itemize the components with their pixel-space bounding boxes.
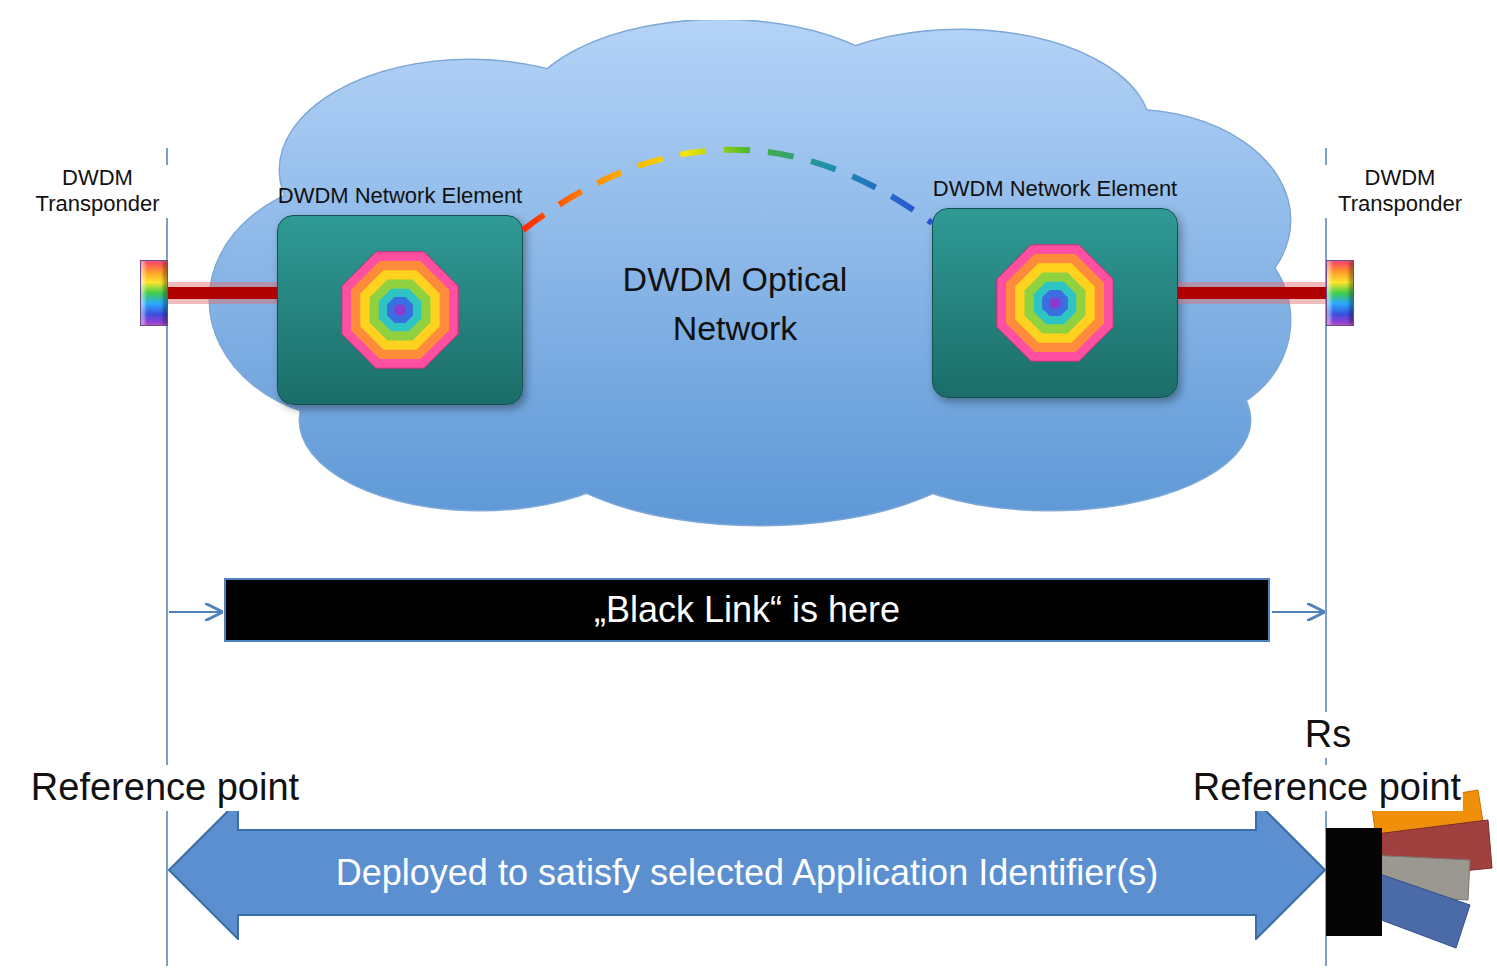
- element-box: [932, 208, 1178, 398]
- network-element: DWDM Network Element: [920, 143, 1190, 405]
- octagon-ring: [1015, 263, 1094, 342]
- octagon-ring: [379, 289, 421, 331]
- octagon-ring: [997, 245, 1113, 361]
- transponder-label: DWDM Transponder: [1310, 165, 1490, 218]
- wavelength-octagon: [278, 216, 522, 404]
- span-arrow: [169, 611, 221, 613]
- cloud-text-wrap: DWDM Optical Network: [605, 255, 865, 354]
- transponder-heading: DWDM Transponder: [1310, 165, 1490, 218]
- octagon-ring: [1042, 290, 1068, 316]
- octagon-ring: [387, 297, 413, 323]
- connector: [168, 293, 277, 294]
- wavelength-path: [523, 150, 932, 230]
- element-label: DWDM Network Element: [920, 176, 1190, 202]
- reference-point-label: Reference point: [29, 765, 301, 811]
- cloud-text-box: DWDM Optical Network: [535, 255, 935, 354]
- transponder: DWDM Transponder: [10, 165, 185, 330]
- arrow-label: Deployed to satisfy selected Application…: [336, 852, 1158, 894]
- transponder-label: DWDM Transponder: [10, 165, 185, 218]
- transponder: DWDM Transponder: [1310, 165, 1490, 330]
- application-double-arrow: Deployed to satisfy selected Application…: [168, 800, 1326, 940]
- element-heading: DWDM Network Element: [265, 183, 535, 209]
- element-label: DWDM Network Element: [265, 183, 535, 209]
- octagon-ring: [360, 270, 439, 349]
- fiber-link: [168, 287, 277, 299]
- connector: [523, 150, 932, 230]
- reference-point-name: Rs: [1303, 712, 1353, 758]
- black-link-band: „Black Link“ is here: [224, 578, 1270, 642]
- transponder-heading: DWDM Transponder: [10, 165, 185, 218]
- octagon-ring: [342, 252, 458, 368]
- transponder-port: [1326, 260, 1354, 326]
- fiber-link: [1178, 287, 1326, 299]
- octagon-ring: [351, 261, 449, 359]
- element-heading: DWDM Network Element: [920, 176, 1190, 202]
- span-arrow: [1272, 611, 1323, 613]
- octagon-ring: [1034, 282, 1076, 324]
- network-element: DWDM Network Element: [265, 150, 535, 410]
- arrow-text-box: Deployed to satisfy selected Application…: [248, 830, 1246, 915]
- octagon-ring: [395, 305, 406, 316]
- octagon-ring: [1050, 298, 1061, 309]
- connector: [1178, 293, 1326, 294]
- octagon-ring: [1025, 273, 1086, 334]
- reference-point-label: Reference point: [1191, 765, 1463, 811]
- octagon-ring: [1006, 254, 1104, 352]
- wavelength-octagon: [933, 209, 1177, 397]
- fiber-glow: [1178, 282, 1326, 304]
- card-holder: [1326, 828, 1382, 936]
- network-label: DWDM Optical Network: [605, 255, 865, 354]
- optical-network-cloud: DWDM Optical Network DWDM Network Element…: [205, 20, 1295, 530]
- band-label: „Black Link“ is here: [594, 589, 900, 631]
- octagon-ring: [370, 280, 431, 341]
- application-cards: [1326, 790, 1492, 948]
- fiber-glow: [168, 282, 277, 304]
- transponder-port: [140, 260, 168, 326]
- double-arrow-outline: [169, 801, 1325, 939]
- element-box: [277, 215, 523, 405]
